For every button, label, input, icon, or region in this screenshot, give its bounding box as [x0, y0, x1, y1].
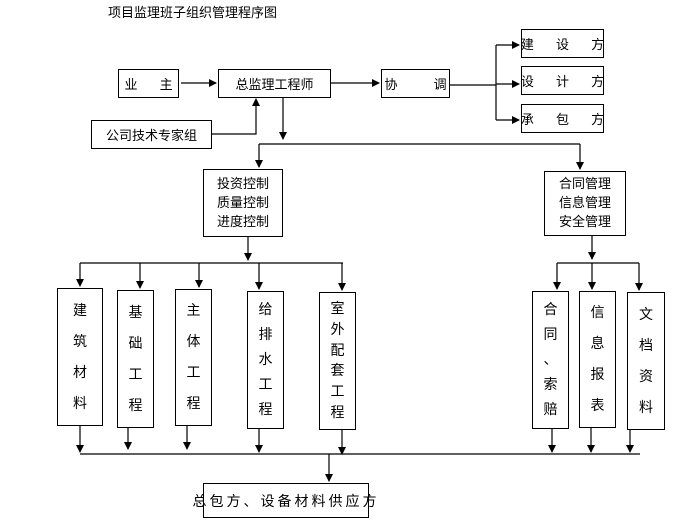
node-building-materials: 建 筑 材 料 — [57, 288, 103, 426]
vertical-char: 索 — [543, 376, 558, 393]
vertical-char: 程 — [330, 404, 345, 421]
vertical-char: 主 — [186, 303, 201, 320]
vertical-char: 程 — [128, 397, 143, 414]
vertical-char: 资 — [639, 368, 653, 385]
vertical-char: 档 — [639, 337, 653, 354]
node-construction-party: 建 设 方 — [521, 29, 604, 58]
vertical-char: 筑 — [73, 333, 87, 350]
node-general-contractor-suppliers: 总包方、设备材料供应方 — [193, 483, 377, 518]
vertical-char: 、 — [543, 351, 558, 368]
vertical-char: 水 — [258, 351, 273, 368]
node-foundation-works: 基 础 工 程 — [117, 290, 154, 428]
vertical-char: 合 — [543, 302, 558, 319]
vertical-char: 给 — [258, 302, 273, 319]
vertical-char: 赔 — [543, 401, 558, 418]
manage-contract: 合同管理 — [558, 177, 611, 192]
diagram-title: 项目监理班子组织管理程序图 — [108, 6, 278, 21]
control-investment: 投资控制 — [216, 176, 269, 192]
vertical-char: 基 — [128, 304, 143, 321]
node-documents: 文 档 资 料 — [627, 292, 665, 430]
node-management-group: 合同管理 信息管理 安全管理 — [544, 171, 626, 236]
vertical-char: 程 — [186, 395, 201, 412]
vertical-char: 工 — [330, 383, 345, 400]
node-owner: 业 主 — [118, 69, 179, 98]
node-chief-engineer: 总监理工程师 — [218, 69, 331, 98]
vertical-char: 料 — [73, 395, 87, 412]
node-contractor: 承 包 方 — [521, 104, 604, 133]
node-design-party: 设 计 方 — [521, 66, 604, 95]
vertical-char: 报 — [590, 366, 605, 383]
vertical-char: 程 — [258, 401, 273, 418]
vertical-char: 配 — [330, 342, 345, 359]
vertical-char: 建 — [73, 302, 87, 319]
node-information-reports: 信 息 报 表 — [579, 291, 616, 428]
vertical-char: 础 — [128, 335, 143, 352]
vertical-char: 室 — [330, 301, 345, 318]
vertical-char: 文 — [639, 306, 653, 323]
node-plumbing-works: 给 排 水 工 程 — [247, 291, 284, 429]
vertical-char: 体 — [186, 334, 201, 351]
node-control-group: 投资控制 质量控制 进度控制 — [203, 169, 283, 237]
vertical-char: 息 — [590, 336, 605, 353]
manage-safety: 安全管理 — [558, 215, 611, 230]
node-contract-claims: 合 同 、 索 赔 — [532, 291, 569, 429]
node-expert-group: 公司技术专家组 — [91, 120, 212, 149]
control-quality: 质量控制 — [216, 195, 269, 211]
vertical-char: 排 — [258, 327, 273, 344]
node-main-structure: 主 体 工 程 — [175, 289, 212, 426]
vertical-char: 工 — [128, 366, 143, 383]
manage-information: 信息管理 — [558, 196, 611, 211]
node-coordination: 协 调 — [381, 69, 450, 98]
vertical-char: 料 — [639, 399, 653, 416]
node-outdoor-works: 室 外 配 套 工 程 — [319, 292, 356, 430]
edge-expert-chief — [212, 98, 260, 135]
vertical-char: 套 — [330, 363, 345, 380]
vertical-char: 材 — [73, 364, 87, 381]
vertical-char: 工 — [186, 364, 201, 381]
vertical-char: 表 — [590, 397, 605, 414]
vertical-char: 同 — [543, 327, 558, 344]
vertical-char: 外 — [330, 321, 345, 338]
vertical-char: 工 — [258, 376, 273, 393]
control-schedule: 进度控制 — [216, 214, 269, 230]
vertical-char: 信 — [590, 305, 605, 322]
